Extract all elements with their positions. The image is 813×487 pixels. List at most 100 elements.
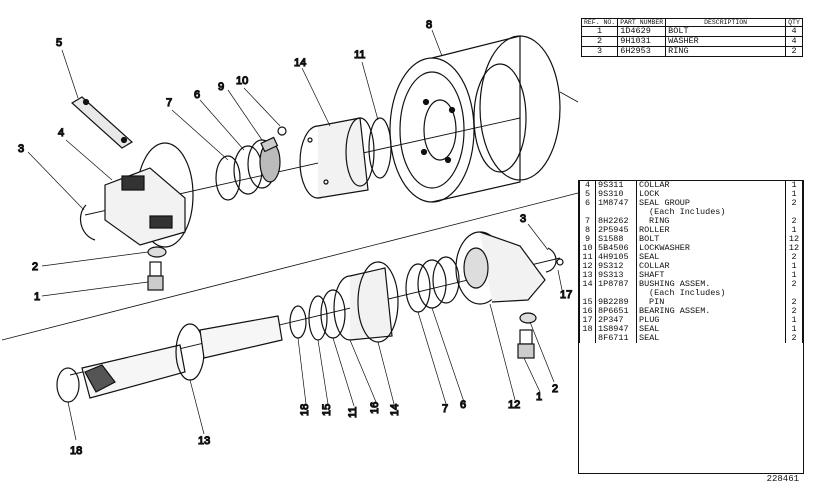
- roller-part: [389, 35, 561, 203]
- callout-3-lower: 3: [520, 213, 526, 225]
- cell-qty: 2: [785, 253, 803, 262]
- cell-qty: 1: [785, 226, 803, 235]
- callout-2: 2: [32, 261, 38, 273]
- cell-ref: 18: [579, 325, 596, 334]
- cell-qty: 1: [785, 181, 803, 190]
- parts-table-top: REF. NO. PART NUMBER DESCRIPTION QTY 1 1…: [580, 18, 803, 57]
- callout-12: 12: [508, 399, 520, 411]
- cell-part: 9H1031: [617, 36, 667, 47]
- cell-qty: 2: [785, 280, 803, 289]
- seal-group-lower: [405, 256, 460, 313]
- cell-qty: 1: [785, 271, 803, 280]
- cell-desc: RING: [665, 46, 786, 57]
- table-row: 3 6H2953 RING 2: [580, 46, 803, 57]
- callout-17: 17: [560, 289, 572, 301]
- callout-7-lower: 7: [442, 403, 448, 415]
- callout-16: 16: [369, 402, 381, 414]
- assembly-divider: [1, 192, 579, 341]
- cell-qty: 1: [785, 325, 803, 334]
- callout-13: 13: [198, 435, 210, 447]
- bearing-bushing-lower: [333, 261, 399, 343]
- callout-10: 10: [236, 75, 248, 87]
- cell-qty: 2: [785, 199, 803, 208]
- cell-qty: 1: [785, 262, 803, 271]
- shaft-part: [81, 315, 283, 399]
- cell-ref: 6: [579, 199, 596, 208]
- callout-6: 6: [194, 89, 200, 101]
- callout-14-lower: 14: [389, 404, 401, 416]
- table-row: 1 1D4629 BOLT 4: [580, 26, 803, 37]
- bolt-lockwasher-upper: [260, 126, 287, 153]
- table-header-row: REF. NO. PART NUMBER DESCRIPTION QTY: [580, 18, 803, 27]
- callout-7: 7: [166, 97, 172, 109]
- bolt-part: [147, 261, 164, 291]
- cell-qty: 4: [785, 36, 803, 47]
- pin-ring-lower: [308, 295, 328, 341]
- cell-qty: 1: [785, 316, 803, 325]
- cell-qty: [785, 289, 803, 298]
- seal-upper: [368, 117, 392, 179]
- callout-5: 5: [56, 37, 62, 49]
- cell-qty: [785, 208, 803, 217]
- callout-1: 1: [34, 291, 40, 303]
- cell-qty: 12: [785, 244, 803, 253]
- callout-18-lower: 18: [299, 404, 311, 416]
- callout-18: 18: [70, 445, 82, 457]
- plug-part: [556, 258, 564, 266]
- cell-part: 1P8787: [595, 280, 637, 289]
- callout-1-lower: 1: [536, 391, 542, 403]
- retaining-ring-lower: [545, 247, 557, 273]
- callout-15: 15: [321, 404, 333, 416]
- table-row: (Each Includes): [579, 208, 803, 217]
- cell-ref: 1: [580, 26, 619, 37]
- collar-part: [104, 142, 194, 248]
- table-row: (Each Includes): [579, 289, 803, 298]
- callout-9: 9: [218, 81, 224, 93]
- cell-qty: 2: [785, 298, 803, 307]
- callout-11: 11: [354, 49, 365, 61]
- assembly-divider-top: [559, 91, 579, 103]
- callout-8: 8: [426, 19, 432, 31]
- washer-lower: [519, 312, 537, 324]
- cell-qty: 2: [785, 307, 803, 316]
- callout-2-lower: 2: [552, 383, 558, 395]
- cell-qty: 12: [785, 235, 803, 244]
- cell-desc: BOLT: [665, 26, 786, 37]
- callout-6-lower: 6: [460, 399, 466, 411]
- bolt-lower: [517, 329, 535, 359]
- cell-ref: 2: [580, 36, 619, 47]
- cell-ref: [579, 334, 596, 343]
- leader-lines: [27, 29, 563, 441]
- cell-qty: 2: [785, 217, 803, 226]
- cell-desc: SEAL: [636, 334, 786, 343]
- collar-lower: [455, 231, 546, 305]
- cell-qty: 2: [785, 334, 803, 343]
- lock-plate-part: [70, 96, 134, 149]
- cell-ref: 3: [580, 46, 619, 57]
- cell-part: 1D4629: [617, 26, 667, 37]
- callout-4: 4: [58, 127, 64, 139]
- callout-14: 14: [294, 57, 306, 69]
- callout-3: 3: [18, 143, 24, 155]
- seal-lower-left: [56, 367, 80, 403]
- bushing-assembly-upper: [299, 117, 375, 199]
- cell-qty: 4: [785, 26, 803, 37]
- cell-qty: 2: [785, 46, 803, 57]
